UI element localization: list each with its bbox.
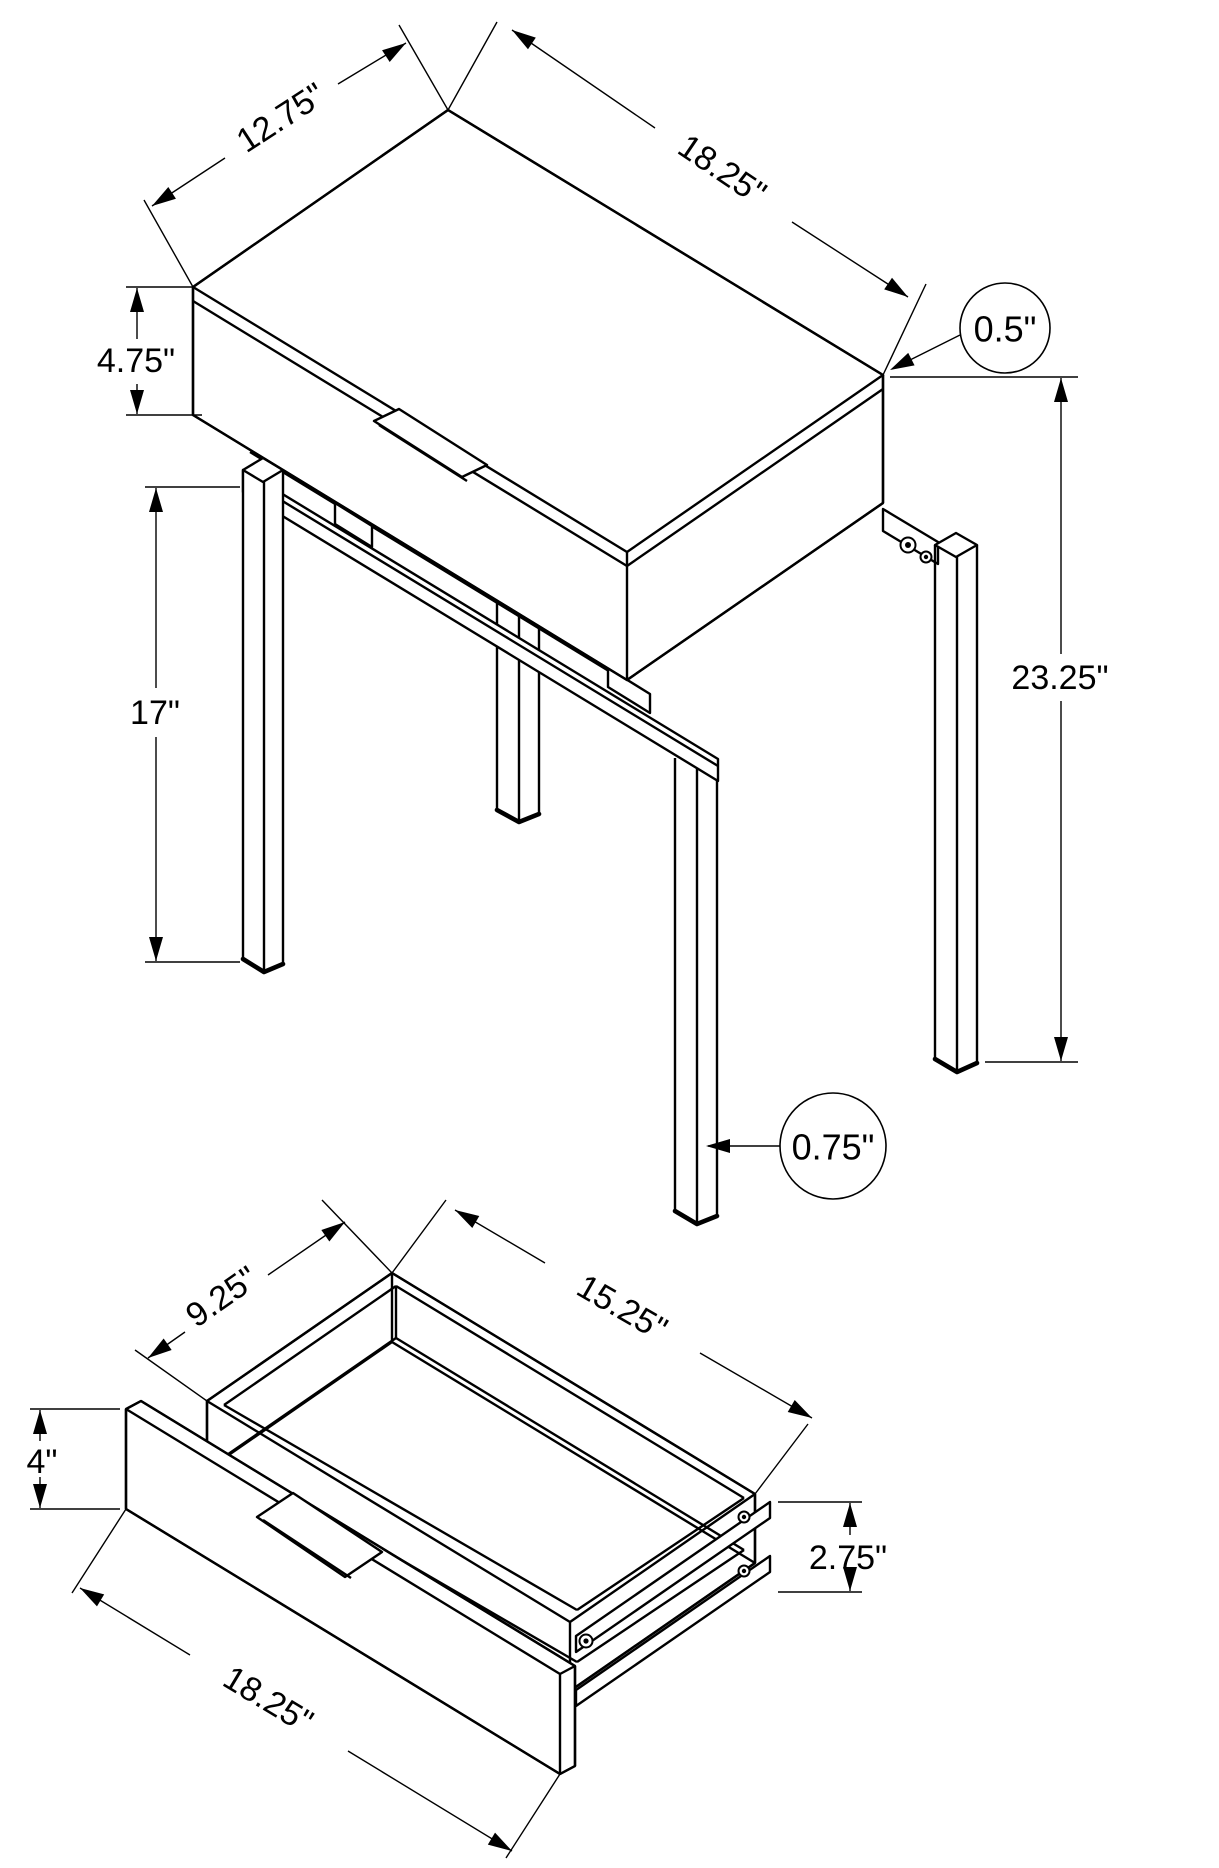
- table-top-box: [191, 108, 885, 682]
- table-right-frame: [881, 507, 980, 1075]
- frame-spacer-left: [333, 501, 374, 549]
- drawer-front-panel: [124, 1399, 577, 1776]
- drawer-inner-rim: [223, 1284, 745, 1612]
- table-leg-right: [932, 531, 980, 1075]
- dim-back-height: 2.75": [778, 1501, 887, 1593]
- drawer-handle-notch: [255, 1491, 384, 1580]
- table-leg-left: [240, 456, 286, 975]
- dim-inner-depth-label: 9.25": [179, 1259, 265, 1335]
- dim-top-width-label: 18.25": [671, 127, 773, 213]
- drawer-handle-notch: [372, 407, 489, 483]
- drawer-view: 9.25" 15.25" 4" 2.75": [27, 1199, 887, 1859]
- dim-top-depth-label: 12.75": [230, 76, 332, 161]
- table-view: 12.75" 18.25" 4.75" 17": [97, 21, 1109, 1227]
- dim-front-height-label: 4": [27, 1443, 58, 1481]
- dim-inner-length-label: 15.25": [570, 1267, 673, 1348]
- drawer-slide-rails: [574, 1500, 772, 1708]
- dim-overall-height-label: 23.25": [1011, 659, 1108, 697]
- dim-leg-thickness-label: 0.75": [792, 1127, 875, 1168]
- table-leg-front: [672, 758, 720, 1227]
- callout-circle: [959, 282, 1051, 374]
- dim-back-height-label: 2.75": [809, 1539, 887, 1577]
- dim-leg-height: 17": [130, 486, 240, 963]
- callout-circle: [779, 1092, 887, 1200]
- dim-front-height: 4": [27, 1408, 120, 1510]
- dim-box-height: 4.75": [97, 286, 202, 416]
- dim-overall-height: 23.25": [890, 376, 1109, 1063]
- dim-box-height-label: 4.75": [97, 342, 175, 380]
- frame-back-member: [249, 450, 641, 692]
- frame-spacer-right: [606, 666, 652, 715]
- dim-top-thickness-label: 0.5": [974, 309, 1037, 350]
- dim-front-width-label: 18.25": [217, 1659, 320, 1742]
- callout-leg-thickness: 0.75": [706, 1092, 887, 1200]
- callout-top-thickness: 0.5": [886, 282, 1051, 377]
- dim-leg-height-label: 17": [130, 694, 180, 732]
